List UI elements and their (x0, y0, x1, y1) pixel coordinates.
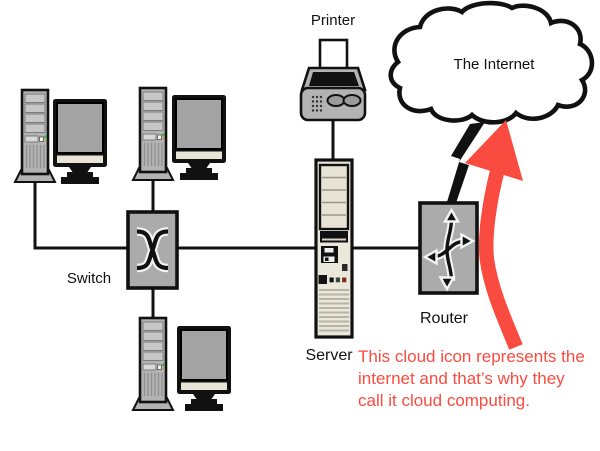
workstation-tower-icon (131, 316, 175, 412)
router-label: Router (419, 310, 469, 327)
workstation-3 (131, 316, 232, 412)
monitor-icon (176, 325, 232, 412)
switch-icon (126, 210, 179, 290)
cloud-annotation-line: internet and that’s why they (358, 369, 565, 388)
router-icon (418, 201, 479, 295)
workstation-tower-icon (13, 88, 57, 184)
cloud-annotation-line: This cloud icon represents the (358, 347, 585, 366)
cable-ws1-switch (33, 177, 128, 250)
lightning-bolt-icon (447, 122, 485, 203)
printer-icon (299, 38, 367, 122)
switch-label: Switch (66, 270, 112, 287)
workstation-2 (131, 86, 227, 182)
workstation-1 (13, 88, 108, 185)
server-icon (314, 158, 354, 339)
workstation-tower-icon (131, 86, 175, 182)
red-arrow-icon (465, 120, 523, 350)
cloud-annotation-line: call it cloud computing. (358, 391, 530, 410)
monitor-icon (52, 98, 108, 185)
printer-label: Printer (310, 12, 356, 29)
monitor-icon (171, 94, 227, 181)
cloud-annotation: This cloud icon represents the internet … (358, 346, 598, 412)
internet-label: The Internet (453, 56, 535, 73)
server-label: Server (305, 347, 353, 364)
internet-cloud-icon (388, 0, 595, 125)
